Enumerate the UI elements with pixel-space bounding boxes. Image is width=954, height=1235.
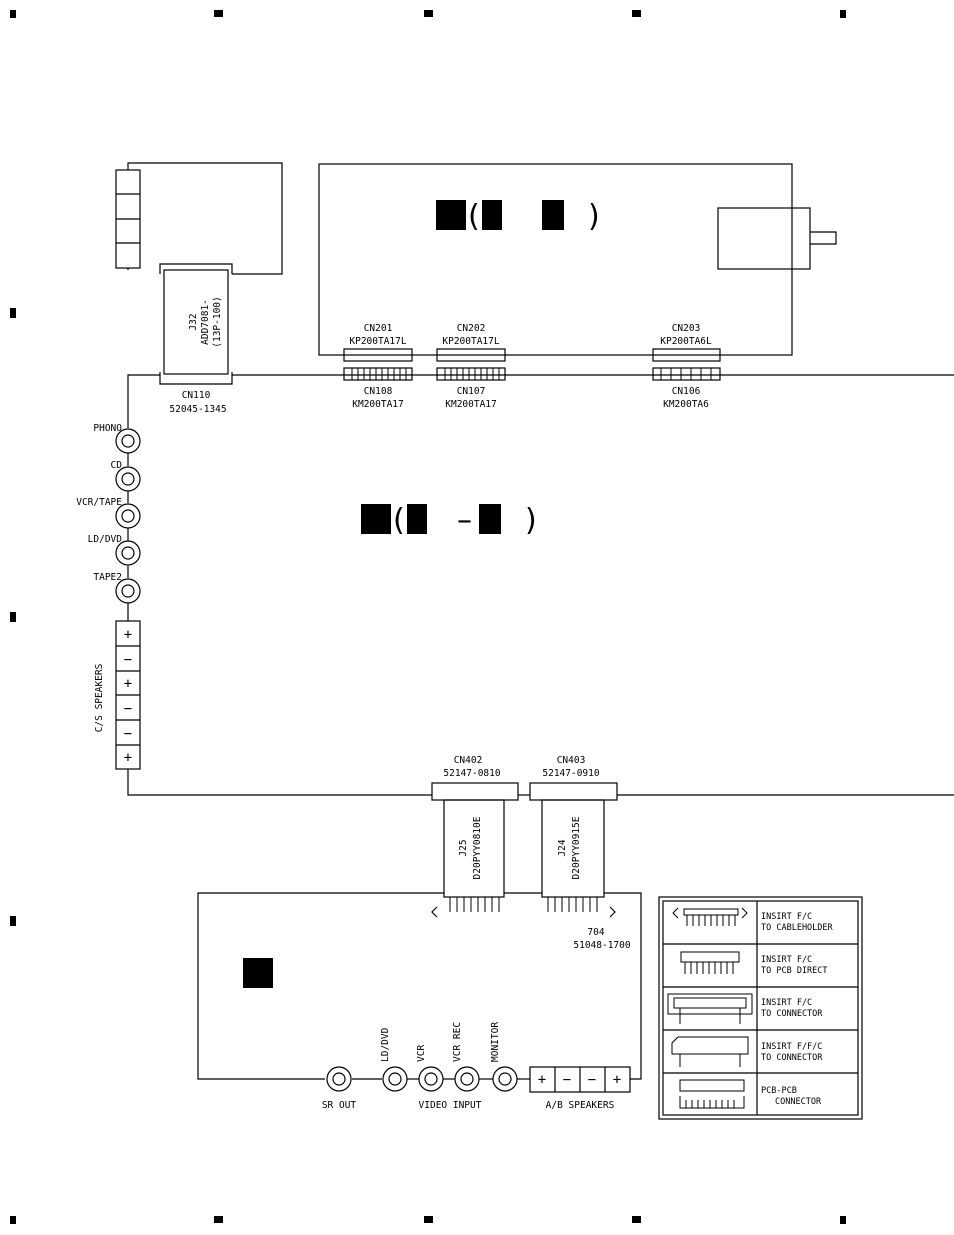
cs-terminal-4: −	[124, 701, 132, 717]
cn110-part: 52045-1345	[169, 404, 226, 415]
board-title-a: ( )	[436, 199, 600, 234]
legend-row3-line2: TO CONNECTOR	[761, 1009, 823, 1019]
cs-speakers-label: C/S SPEAKERS	[94, 663, 105, 732]
ab-terminal-2: −	[563, 1072, 571, 1088]
legend-table	[658, 896, 863, 1120]
cn402-label: CN402	[454, 755, 483, 766]
board-main-top-socket	[717, 207, 811, 270]
svg-text:–: –	[457, 503, 472, 538]
svg-text:): )	[588, 199, 600, 234]
j32-label: J32	[188, 313, 199, 330]
ab-terminal-4: +	[613, 1072, 621, 1088]
legend-row1-line2: TO CABLEHOLDER	[761, 923, 834, 933]
jack-label-ld-dvd: LD/DVD	[88, 534, 123, 545]
j24-label: J24	[557, 839, 568, 856]
cn108-part: KM200TA17	[352, 399, 403, 410]
legend-row1-line1: INSIRT F/C	[761, 912, 812, 922]
ab-speakers-label: A/B SPEAKERS	[546, 1100, 615, 1111]
board-bottom-marker	[243, 958, 273, 988]
j25-part: D20PYY0810E	[472, 816, 483, 879]
legend-row2-line2: TO PCB DIRECT	[761, 966, 828, 976]
cn110-label: CN110	[182, 390, 211, 401]
cs-terminal-1: +	[124, 627, 132, 643]
cn403-label: CN403	[557, 755, 586, 766]
j32-spec: (13P-100)	[212, 296, 223, 347]
video-jack-monitor: MONITOR	[490, 1022, 501, 1062]
legend-row2-line1: INSIRT F/C	[761, 955, 812, 965]
legend-row4-line1: INSIRT F/F/C	[761, 1042, 822, 1052]
board-main-top-outline	[318, 163, 793, 356]
board-title-b: ( – )	[361, 503, 537, 538]
jack-label-vcr-tape: VCR/TAPE	[76, 497, 122, 508]
registration-marks	[10, 10, 846, 1224]
cableholder-chevrons	[431, 906, 616, 918]
legend-icons	[667, 907, 753, 1109]
cn108-label: CN108	[364, 386, 393, 397]
cn106-part: KM200TA6	[663, 399, 709, 410]
c704-part: 51048-1700	[573, 940, 630, 951]
cs-terminal-6: +	[124, 750, 132, 766]
bottom-bus-line	[127, 769, 432, 796]
video-jack-ld-dvd: LD/DVD	[380, 1027, 391, 1062]
cn402-part: 52147-0810	[443, 768, 500, 779]
ab-terminal-3: −	[588, 1072, 596, 1088]
j32-part: ADD7081-	[200, 299, 211, 345]
video-jack-vcr: VCR	[416, 1045, 427, 1062]
legend-row5-line2: CONNECTOR	[775, 1097, 822, 1107]
j25-label: J25	[458, 839, 469, 856]
svg-text:): )	[525, 503, 537, 538]
cn107-part: KM200TA17	[445, 399, 496, 410]
jack-label-tape2: TAPE2	[93, 572, 122, 583]
cn202-part: KP200TA17L	[442, 336, 499, 347]
cn201-part: KP200TA17L	[349, 336, 406, 347]
cs-terminal-2: −	[124, 652, 132, 668]
j32-cable	[159, 263, 233, 274]
ab-terminal-1: +	[538, 1072, 546, 1088]
svg-text:(: (	[468, 199, 480, 234]
sr-out-label: SR OUT	[322, 1100, 357, 1111]
cn106-label: CN106	[672, 386, 701, 397]
cn202-label: CN202	[457, 323, 486, 334]
legend-row5-line1: PCB-PCB	[761, 1086, 797, 1096]
cn201-label: CN201	[364, 323, 393, 334]
video-input-label: VIDEO INPUT	[419, 1100, 482, 1111]
cn203-label: CN203	[672, 323, 701, 334]
j24-part: D20PYY0915E	[571, 816, 582, 879]
legend-row4-line2: TO CONNECTOR	[761, 1053, 823, 1063]
cn403-part: 52147-0910	[542, 768, 599, 779]
jack-label-cd: CD	[111, 460, 123, 471]
board-bottom-outline	[197, 892, 444, 1080]
main-bus-line	[127, 374, 160, 428]
cn203-part: KP200TA6L	[660, 336, 712, 347]
input-jacks	[115, 428, 518, 1092]
svg-text:(: (	[393, 503, 405, 538]
jack-label-phono: PHONO	[93, 423, 122, 434]
c704-label: 704	[587, 927, 604, 938]
cs-terminal-3: +	[124, 676, 132, 692]
legend-row3-line1: INSIRT F/C	[761, 998, 812, 1008]
board-left-top-outline	[127, 162, 283, 275]
cs-terminal-5: −	[124, 726, 132, 742]
cn107-label: CN107	[457, 386, 486, 397]
connector-pins	[351, 368, 712, 912]
video-jack-vcr-rec: VCR REC	[452, 1022, 463, 1062]
